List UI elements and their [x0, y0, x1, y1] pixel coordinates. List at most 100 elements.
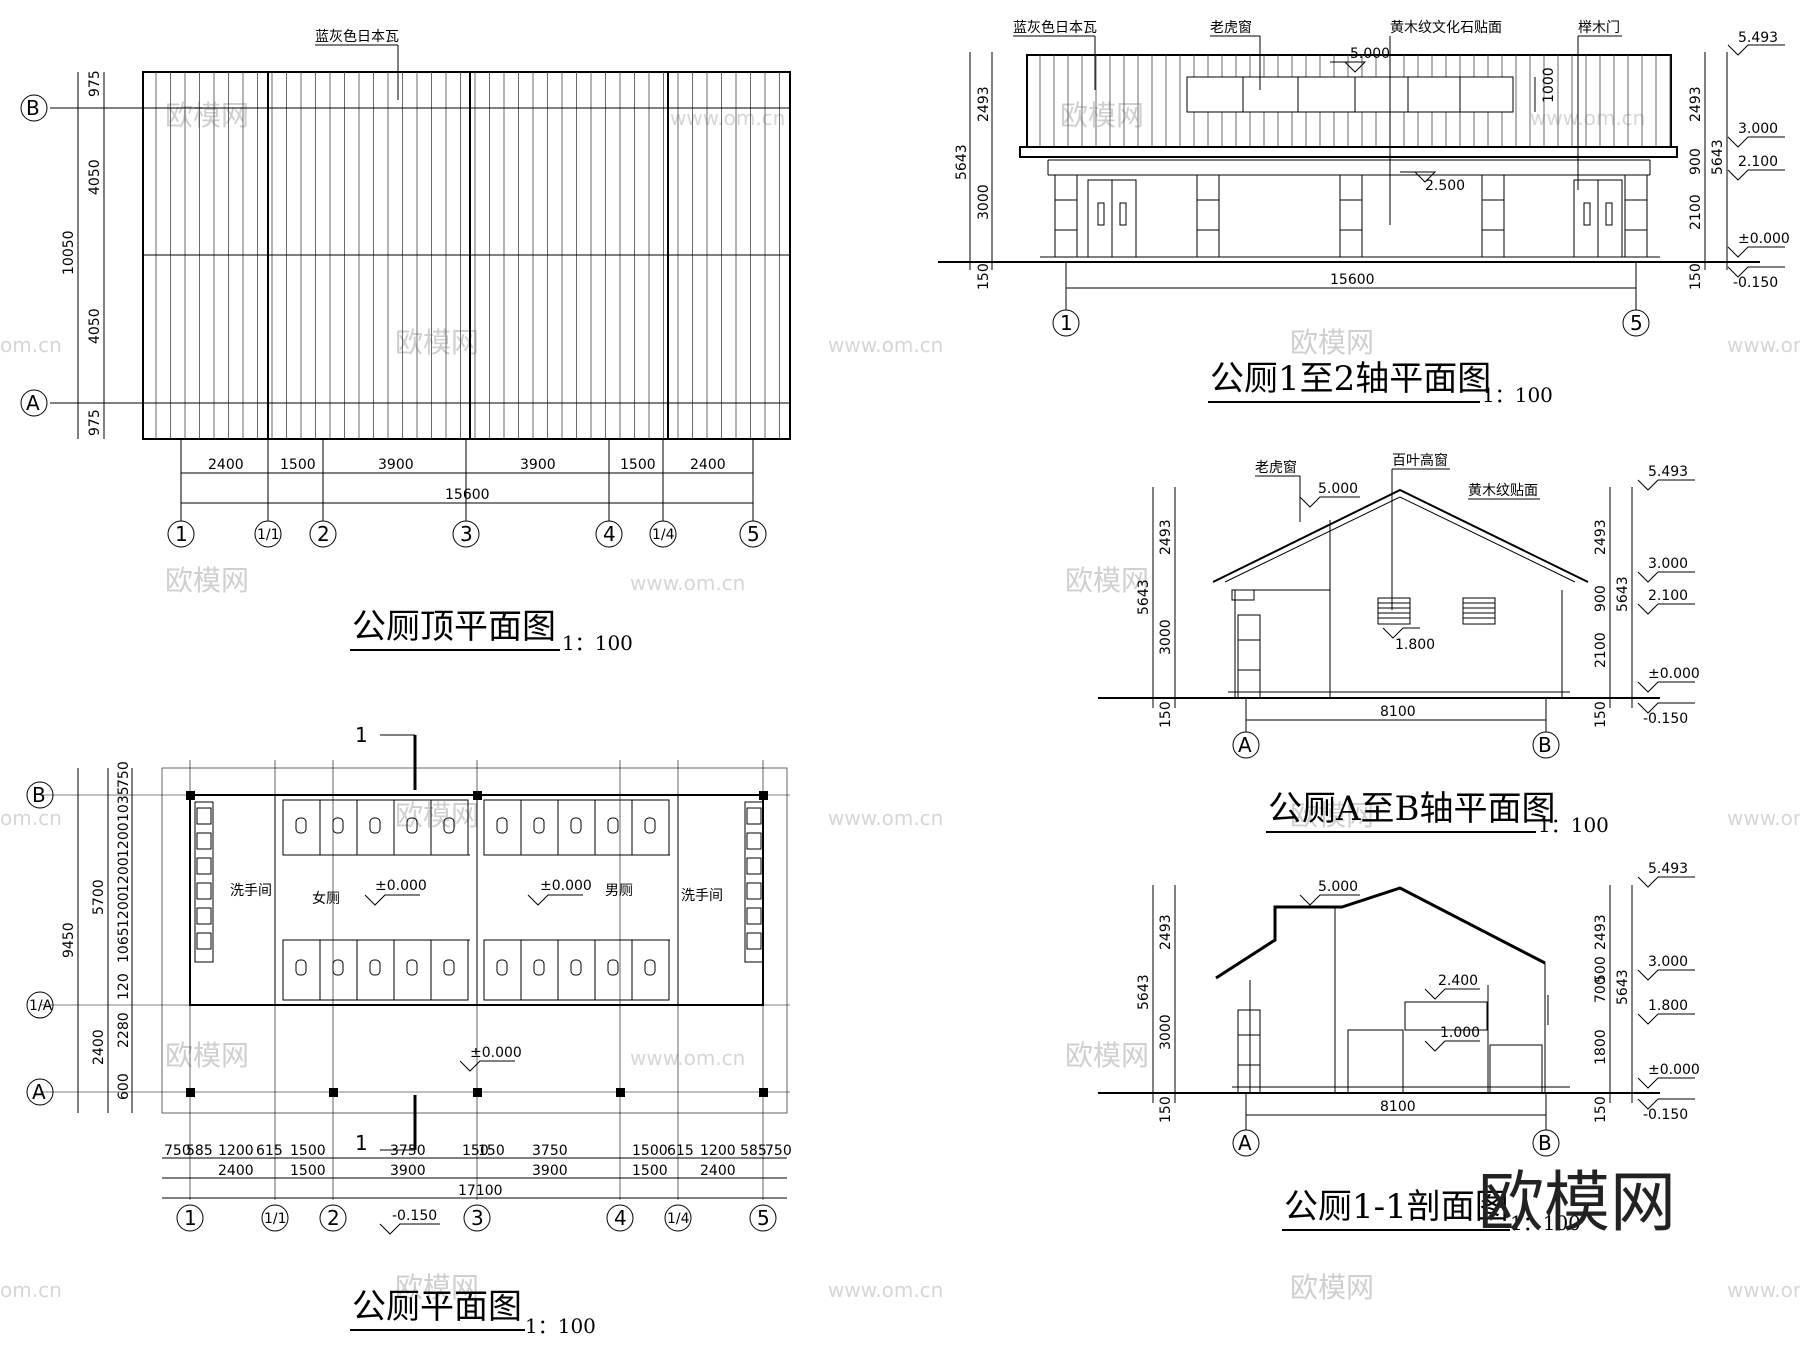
axis-label: 1 — [184, 1206, 197, 1230]
toilet-stall — [430, 799, 469, 856]
dim: 3900 — [520, 457, 556, 473]
section-mark: 1 — [355, 1131, 368, 1155]
toilet-stall — [520, 799, 559, 856]
dim: 150 — [1688, 263, 1704, 290]
dim-total: 10050 — [61, 230, 77, 275]
toilet-icon — [406, 959, 418, 976]
dim: 615 — [256, 1143, 283, 1159]
toilet-icon — [369, 817, 381, 834]
toilet-stall — [520, 939, 559, 1001]
wash-basins — [194, 801, 764, 963]
axis-label: 3 — [471, 1206, 484, 1230]
level-mark: ±0.000 — [470, 1045, 522, 1061]
axis-label: 1/1 — [257, 527, 280, 543]
dim: 975 — [87, 70, 103, 97]
watermark-edge: om.cn — [0, 806, 62, 830]
axis-label: 5 — [757, 1206, 770, 1230]
level: 5.493 — [1648, 464, 1688, 480]
room-label: 男厕 — [605, 883, 633, 899]
basin-icon — [746, 832, 762, 850]
axis-label: A — [1238, 733, 1252, 757]
watermark-url: www.om.cn — [630, 1046, 745, 1070]
level: 5.493 — [1738, 30, 1778, 46]
dim: 120 — [116, 973, 132, 1000]
level-mark: -0.150 — [392, 1208, 437, 1224]
toilet-stall — [631, 939, 670, 1001]
dim: 2280 — [116, 1012, 132, 1048]
level-mark: 5.000 — [1318, 481, 1358, 497]
level-mark: 5.000 — [1318, 879, 1358, 895]
dim: 150 — [1593, 701, 1609, 728]
drawing-title: 公厕顶平面图 — [352, 607, 556, 647]
toilet-icon — [607, 817, 619, 834]
dim: 700 — [1593, 976, 1609, 1003]
axis-label: 1/4 — [667, 1211, 690, 1227]
dim: 2400 — [208, 457, 244, 473]
watermark-cn: 欧模网 — [1290, 326, 1374, 359]
watermark-url: www.om.cn — [828, 806, 943, 830]
label: 老虎窗 — [1210, 19, 1252, 36]
level: 3.000 — [1738, 121, 1778, 137]
dim: 150 — [462, 1143, 489, 1159]
dim: 2400 — [700, 1163, 736, 1179]
basin-icon — [196, 932, 212, 950]
basin-icon — [746, 907, 762, 925]
structural-columns — [186, 791, 768, 1097]
label: 百叶高窗 — [1392, 452, 1448, 469]
roof-plan: 蓝灰色日本瓦 B A 1 1/1 2 3 4 1/4 5 — [20, 28, 791, 655]
dim: 1200 — [700, 1143, 736, 1159]
axis-label: 1 — [175, 522, 188, 546]
watermark-large: 欧模网 — [1478, 1164, 1676, 1241]
axis-label: 1/A — [29, 998, 53, 1014]
basin-icon — [196, 832, 212, 850]
toilet-stall — [282, 939, 321, 1001]
roof-tile-lines — [1039, 55, 1671, 147]
drawing-scale: 1：100 — [1538, 813, 1609, 837]
dim: 150 — [1158, 701, 1174, 728]
watermark-edge: om.cn — [0, 333, 62, 357]
toilet-stall — [356, 799, 395, 856]
column — [1237, 1009, 1261, 1094]
level: 5.493 — [1648, 861, 1688, 877]
section-mark: 1 — [355, 723, 368, 747]
dim: 2400 — [91, 1029, 107, 1065]
vanity-counter — [194, 801, 214, 963]
dim-total: 15600 — [445, 487, 490, 503]
dim: 3750 — [532, 1143, 568, 1159]
dim: 750 — [116, 761, 132, 788]
watermark-cn: 欧模网 — [395, 799, 479, 832]
axis-label: B — [32, 783, 46, 807]
watermarks: 欧模网 www.om.cn 欧模网 www.om.cn om.cn 欧模网 ww… — [0, 99, 1800, 1304]
toilet-icon — [443, 817, 455, 834]
drawing-title: 公厕平面图 — [352, 1287, 522, 1327]
dim: 1500 — [280, 457, 316, 473]
axis-label: 4 — [614, 1206, 627, 1230]
basin-icon — [746, 857, 762, 875]
dim: 150 — [478, 1143, 505, 1159]
watermark-cn: 欧模网 — [1290, 799, 1374, 832]
watermark-cn: 欧模网 — [165, 99, 249, 132]
dim-total: 8100 — [1380, 1099, 1416, 1115]
label: 黄木纹文化石贴面 — [1390, 19, 1502, 36]
watermark-cn: 欧模网 — [165, 1039, 249, 1072]
room-label: 洗手间 — [230, 883, 272, 899]
label: 蓝灰色日本瓦 — [1013, 19, 1097, 36]
basin-icon — [196, 857, 212, 875]
dim: 2100 — [1593, 632, 1609, 668]
dim: 1035 — [116, 786, 132, 822]
watermark-url: www.om.cn — [630, 571, 745, 595]
watermark-cn: 欧模网 — [1060, 99, 1144, 132]
toilet-stall — [594, 939, 633, 1001]
dim: 2493 — [1688, 86, 1704, 122]
toilet-stall — [483, 799, 522, 856]
level-mark: ±0.000 — [540, 878, 592, 894]
level: 3.000 — [1648, 954, 1688, 970]
axis-label: 2 — [327, 1206, 340, 1230]
dim: 615 — [667, 1143, 694, 1159]
toilet-icon — [533, 959, 545, 976]
dim: 585 — [740, 1143, 767, 1159]
watermark-cn: 欧模网 — [165, 564, 249, 597]
toilet-icon — [533, 817, 545, 834]
